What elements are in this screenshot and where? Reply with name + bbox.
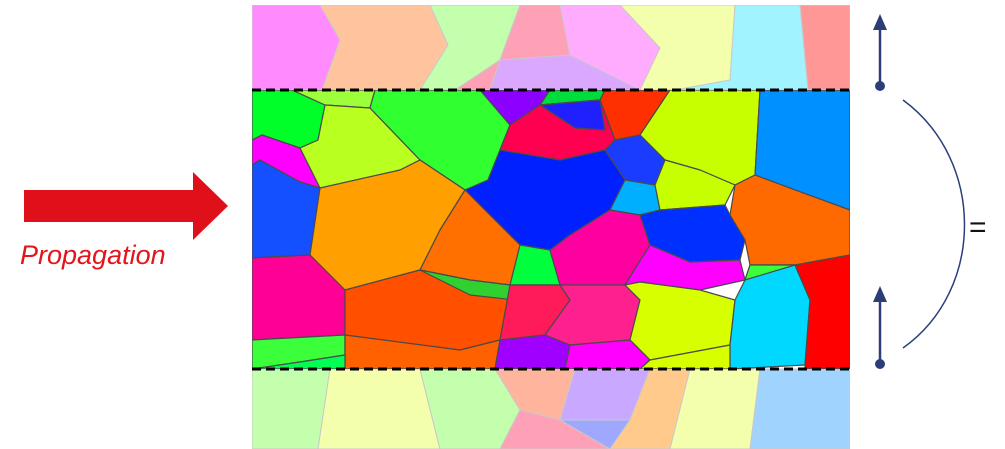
curved-bracket-icon	[903, 100, 965, 348]
equals-label: =	[969, 211, 987, 244]
right-arrow-icon	[24, 172, 228, 240]
propagation-label: Propagation	[20, 240, 166, 270]
top-marker-up-arrow-pin-icon	[873, 14, 887, 91]
grain-region	[252, 90, 850, 369]
bottom-marker-up-arrow-pin-icon	[873, 286, 887, 369]
